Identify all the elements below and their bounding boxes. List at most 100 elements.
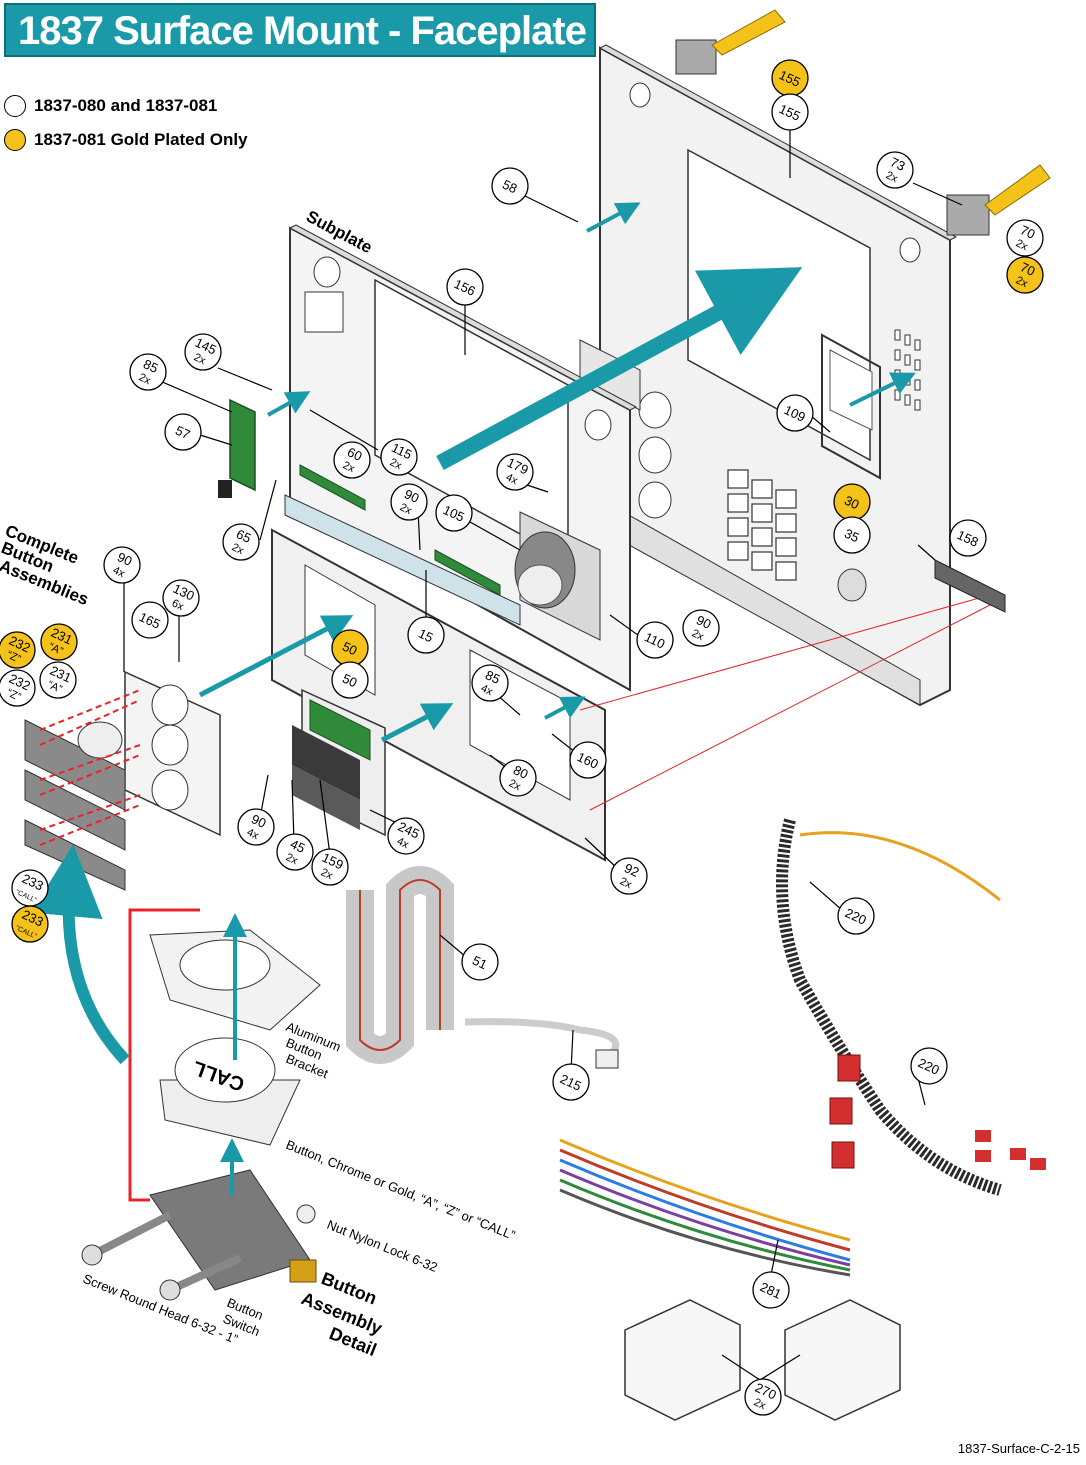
callout-text: 50	[340, 639, 359, 659]
callout-bubble	[40, 623, 78, 661]
callout-text: 4x	[245, 826, 261, 842]
callout-text: 90	[115, 549, 134, 569]
callout-layer: 155155732x58702x702x1561452x852x57109115…	[0, 59, 1044, 1416]
callout-bubble	[333, 441, 371, 479]
callout-text: 45	[288, 836, 307, 856]
alignment-dashes	[39, 689, 141, 846]
callout-c215: 215	[552, 1063, 590, 1101]
page-title: 1837 Surface Mount - Faceplate	[18, 9, 587, 53]
callout-c233: 233“CALL”	[11, 869, 49, 907]
callout-text: 2x	[398, 501, 414, 517]
callout-text: 58	[500, 177, 519, 197]
callout-c109: 109	[776, 394, 814, 432]
callout-text: 85	[483, 667, 502, 687]
callout-bubble	[837, 897, 875, 935]
callout-bubble	[39, 661, 77, 699]
callout-c57: 57	[164, 413, 202, 451]
callout-bubble	[129, 353, 167, 391]
callout-text: 80	[511, 762, 530, 782]
callout-text: 70	[1018, 259, 1037, 279]
callout-text: 90	[249, 811, 268, 831]
legend-label-standard: 1837-080 and 1837-081	[34, 96, 218, 115]
callout-c105: 105	[435, 494, 473, 532]
ribbon-cable-51	[346, 866, 454, 1064]
callout-c110: 110	[636, 621, 674, 659]
callout-bubble	[752, 1271, 790, 1309]
board-57	[218, 398, 256, 498]
callout-text: 51	[470, 953, 489, 973]
callout-text: 2x	[341, 459, 357, 475]
callout-c220a: 220	[837, 897, 875, 935]
callout-bubble	[11, 905, 49, 943]
callout-text: 92	[622, 860, 641, 880]
label-aluminum-bracket: Aluminum Button Bracket	[284, 1019, 343, 1082]
callout-bubble	[610, 857, 648, 895]
callout-c232g: 232“Z”	[0, 631, 36, 669]
speaker	[514, 511, 601, 641]
callout-text: 4x	[111, 564, 127, 580]
callout-c220b: 220	[910, 1047, 948, 1085]
callout-text: 2x	[752, 1396, 768, 1412]
wiring-harness	[559, 818, 1046, 1277]
label-button-chrome-gold: Button, Chrome or Gold, “A”, “Z” or “CAL…	[284, 1137, 517, 1243]
callout-text: 2x	[137, 371, 153, 387]
callout-text: 2x	[284, 851, 300, 867]
callout-bubble	[331, 661, 369, 699]
callout-bubble	[949, 519, 987, 557]
callout-text: 2x	[192, 351, 208, 367]
callout-text: 35	[842, 526, 861, 546]
callout-bubble	[131, 601, 169, 639]
callout-c35: 35	[833, 516, 871, 554]
drawing-number: 1837-Surface-C-2-15	[957, 1441, 1080, 1456]
callout-c156: 156	[446, 268, 484, 306]
callout-bubble	[496, 453, 534, 491]
pcb-strip	[284, 464, 521, 626]
key-lock-top	[675, 9, 786, 75]
callout-bubble	[276, 833, 314, 871]
callout-c30: 30	[833, 483, 871, 521]
callout-text: 70	[1018, 222, 1037, 242]
callout-text: “A”	[45, 679, 64, 696]
callout-text: 73	[888, 154, 907, 174]
keypad-grid	[727, 469, 797, 581]
callout-text: 2x	[690, 627, 706, 643]
callout-c231g: 231“A”	[40, 623, 78, 661]
faceplate	[579, 44, 958, 707]
legend-item-gold: 1837-081 Gold Plated Only	[4, 128, 248, 152]
callout-bubble	[461, 943, 499, 981]
label-subplate: Subplate	[303, 207, 375, 257]
label-button-assembly-detail: Button Assembly Detail	[299, 1268, 385, 1360]
legend-white-dot	[4, 95, 26, 117]
ferrite-cores	[624, 1299, 901, 1421]
bracket-158	[934, 559, 1006, 613]
callout-bubble	[435, 494, 473, 532]
callout-bubble	[569, 741, 607, 779]
callout-bubble	[910, 1047, 948, 1085]
callout-bubble	[162, 579, 200, 617]
callout-c15: 15	[407, 616, 445, 654]
callout-bubble	[491, 167, 529, 205]
callout-c165: 165	[131, 601, 169, 639]
callout-bubble	[552, 1063, 590, 1101]
callout-bubble	[222, 523, 260, 561]
callout-c160: 160	[569, 741, 607, 779]
callout-text: 2x	[507, 777, 523, 793]
callout-bubble	[103, 546, 141, 584]
callout-bubble	[471, 664, 509, 702]
button-plate-165	[124, 670, 221, 837]
assembly-arrows	[30, 202, 916, 1195]
